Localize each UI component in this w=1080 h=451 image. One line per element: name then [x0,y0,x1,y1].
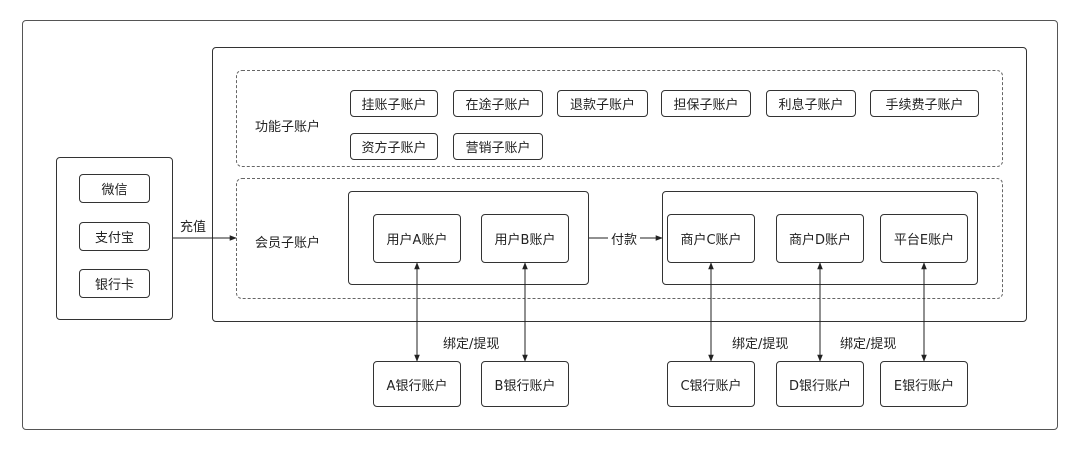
bank-account-d: D银行账户 [776,361,864,407]
user-b-account: 用户B账户 [481,214,569,263]
function-item-hang: 挂账子账户 [350,90,438,117]
source-alipay: 支付宝 [79,222,150,251]
function-item-capital: 资方子账户 [350,133,438,160]
function-item-refund: 退款子账户 [557,90,648,117]
function-item-fee: 手续费子账户 [870,90,979,117]
bind-label-users: 绑定/提现 [443,337,500,352]
function-subaccount-label: 功能子账户 [255,120,321,135]
member-subaccount-label: 会员子账户 [255,236,321,251]
function-item-guarantee: 担保子账户 [661,90,751,117]
source-bank-card: 银行卡 [79,269,150,298]
bind-label-merchant-c: 绑定/提现 [732,337,789,352]
function-item-marketing: 营销子账户 [453,133,543,160]
user-a-account: 用户A账户 [373,214,461,263]
bank-account-b: B银行账户 [481,361,569,407]
function-item-interest: 利息子账户 [766,90,856,117]
merchant-d-account: 商户D账户 [776,214,864,263]
platform-e-account: 平台E账户 [880,214,968,263]
bank-account-e: E银行账户 [880,361,968,407]
recharge-label: 充值 [180,220,207,235]
bind-label-merchant-d: 绑定/提现 [840,337,897,352]
function-subaccount-group [236,70,1003,167]
function-item-transit: 在途子账户 [453,90,543,117]
source-wechat: 微信 [79,174,150,203]
bank-account-c: C银行账户 [667,361,755,407]
payment-label: 付款 [608,229,641,248]
